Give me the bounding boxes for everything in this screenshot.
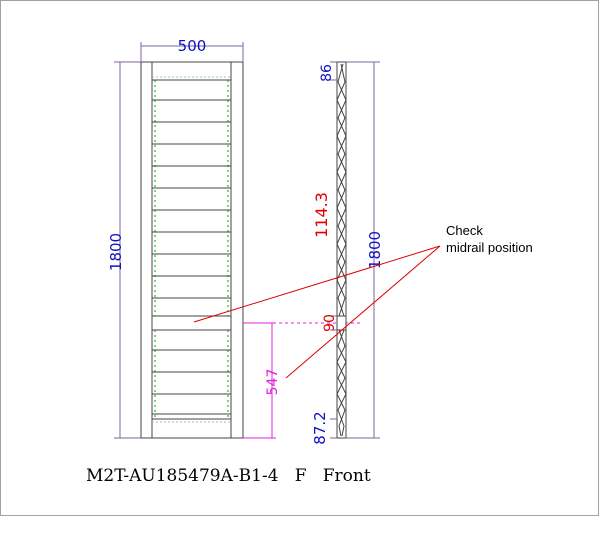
side-view: 1800 86 114.3 90 87.2	[311, 61, 384, 445]
drawing-border	[0, 0, 599, 516]
note-line-1: Check	[446, 223, 483, 238]
lower-louvres	[152, 349, 231, 415]
note-line-2: midrail position	[446, 240, 533, 255]
front-view: 500 1800 547	[107, 37, 281, 439]
upper-louvres	[152, 99, 231, 299]
side-height-dimension	[346, 61, 380, 439]
note-leader-lines	[193, 245, 441, 379]
front-height-label: 1800	[107, 233, 125, 271]
side-height-label: 1800	[366, 231, 384, 269]
side-midrail-label: 90	[322, 314, 338, 332]
front-height-dimension	[114, 61, 141, 439]
bottom-rail	[151, 418, 232, 439]
top-rail-label: 86	[319, 64, 335, 82]
louvre-spacing-label: 114.3	[312, 192, 331, 238]
side-louvre-profile-2	[337, 63, 347, 437]
drawing-caption: M2T-AU185479A-B1-4 F Front	[86, 466, 371, 486]
side-small-dimensions	[330, 61, 337, 439]
width-dimension	[140, 42, 244, 62]
side-louvre-profile	[336, 63, 346, 437]
top-rail	[151, 61, 232, 81]
side-frame	[336, 61, 347, 439]
mid-rail	[151, 315, 232, 331]
front-frame	[140, 61, 244, 439]
bottom-rail-label: 87.2	[311, 411, 329, 444]
midrail-offset-label: 547	[265, 369, 281, 396]
width-label: 500	[178, 37, 207, 55]
